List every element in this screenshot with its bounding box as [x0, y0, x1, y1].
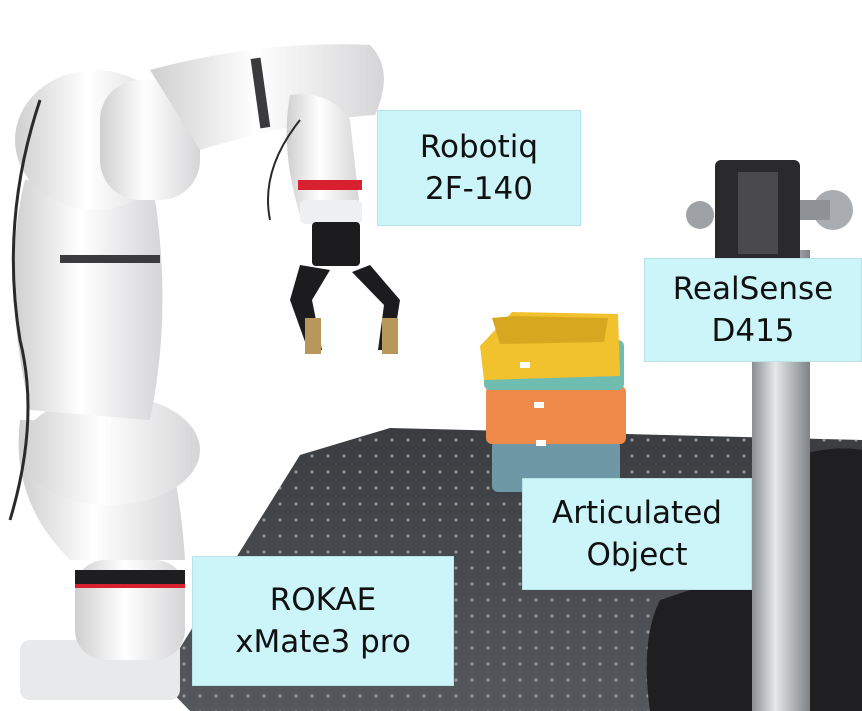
gripper-label-line2: 2F-140 — [425, 171, 533, 207]
camera-label-line2: D415 — [711, 313, 795, 349]
camera-label-line1: RealSense — [672, 271, 834, 307]
robot-label-line1: ROKAE — [269, 582, 377, 618]
robot-arm — [8, 44, 400, 700]
robot-label-line2: xMate3 pro — [235, 624, 411, 660]
object-label-line1: Articulated — [552, 495, 722, 531]
camera-mount — [686, 160, 853, 711]
robot-label: ROKAE xMate3 pro — [192, 556, 454, 686]
object-label-line2: Object — [586, 537, 688, 573]
camera-label: RealSense D415 — [644, 258, 862, 362]
object-label: Articulated Object — [522, 478, 752, 590]
gripper-label: Robotiq 2F-140 — [377, 110, 581, 226]
articulated-object-drawers — [480, 312, 626, 492]
gripper-label-line1: Robotiq — [419, 129, 539, 165]
